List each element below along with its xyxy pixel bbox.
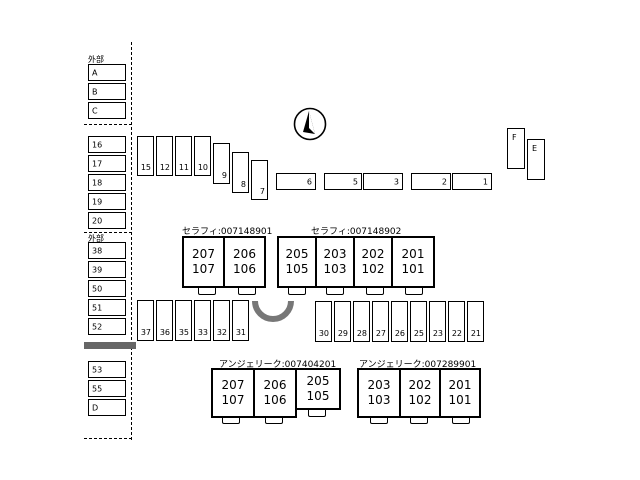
- parking-slot-c[interactable]: C: [88, 102, 126, 119]
- parking-slot-a[interactable]: A: [88, 64, 126, 81]
- boundary-line-mid: [84, 232, 132, 233]
- entrance-bar: [84, 342, 136, 349]
- parking-slot-35[interactable]: 35: [175, 300, 192, 341]
- building-name-seraphie-1: セラフィ:007148901: [182, 227, 273, 237]
- parking-slot-38[interactable]: 38: [88, 242, 126, 259]
- parking-slot-52[interactable]: 52: [88, 318, 126, 335]
- parking-slot-31[interactable]: 31: [232, 300, 249, 341]
- parking-slot-7[interactable]: 7: [251, 160, 268, 200]
- parking-slot-12[interactable]: 12: [156, 136, 173, 176]
- parking-slot-11[interactable]: 11: [175, 136, 192, 176]
- section-label-external-1: 外部: [88, 55, 104, 64]
- unit-205-105-angelique[interactable]: 205 105: [295, 368, 341, 410]
- north-arrow-icon: [293, 107, 327, 141]
- parking-slot-15[interactable]: 15: [137, 136, 154, 176]
- parking-slot-8[interactable]: 8: [232, 152, 249, 193]
- parking-slot-51[interactable]: 51: [88, 299, 126, 316]
- boundary-line-bottom: [84, 438, 132, 439]
- parking-slot-30[interactable]: 30: [315, 301, 332, 342]
- parking-slot-18[interactable]: 18: [88, 174, 126, 191]
- boundary-line-top: [84, 124, 132, 125]
- unit-206-106[interactable]: 206 106: [223, 236, 266, 288]
- parking-slot-50[interactable]: 50: [88, 280, 126, 297]
- unit-203-103-angelique[interactable]: 203 103: [357, 368, 401, 418]
- parking-slot-29[interactable]: 29: [334, 301, 351, 342]
- parking-slot-e[interactable]: E: [527, 139, 545, 180]
- parking-slot-17[interactable]: 17: [88, 155, 126, 172]
- parking-slot-2[interactable]: 2: [411, 173, 451, 190]
- parking-slot-25[interactable]: 25: [410, 301, 427, 342]
- unit-202-102[interactable]: 202 102: [353, 236, 393, 288]
- parking-slot-16[interactable]: 16: [88, 136, 126, 153]
- parking-slot-20[interactable]: 20: [88, 212, 126, 229]
- parking-slot-9[interactable]: 9: [213, 143, 230, 184]
- unit-201-101-angelique[interactable]: 201 101: [439, 368, 481, 418]
- parking-slot-33[interactable]: 33: [194, 300, 211, 341]
- parking-slot-23[interactable]: 23: [429, 301, 446, 342]
- turnaround-arc: [252, 300, 294, 322]
- unit-202-102-angelique[interactable]: 202 102: [399, 368, 441, 418]
- building-name-angelique-1: アンジェリーク:007404201: [219, 360, 337, 370]
- parking-slot-3[interactable]: 3: [363, 173, 403, 190]
- parking-slot-f[interactable]: F: [507, 128, 525, 169]
- parking-slot-21[interactable]: 21: [467, 301, 484, 342]
- parking-slot-37[interactable]: 37: [137, 300, 154, 341]
- parking-slot-26[interactable]: 26: [391, 301, 408, 342]
- parking-slot-28[interactable]: 28: [353, 301, 370, 342]
- building-name-angelique-2: アンジェリーク:007289901: [359, 360, 477, 370]
- unit-207-107[interactable]: 207 107: [182, 236, 225, 288]
- parking-slot-1[interactable]: 1: [452, 173, 492, 190]
- unit-206-106-angelique[interactable]: 206 106: [253, 368, 297, 418]
- parking-slot-39[interactable]: 39: [88, 261, 126, 278]
- parking-slot-b[interactable]: B: [88, 83, 126, 100]
- parking-slot-27[interactable]: 27: [372, 301, 389, 342]
- building-name-seraphie-2: セラフィ:007148902: [311, 227, 402, 237]
- unit-203-103[interactable]: 203 103: [315, 236, 355, 288]
- parking-slot-6[interactable]: 6: [276, 173, 316, 190]
- unit-207-107-angelique[interactable]: 207 107: [211, 368, 255, 418]
- parking-slot-d[interactable]: D: [88, 399, 126, 416]
- unit-205-105[interactable]: 205 105: [277, 236, 317, 288]
- parking-slot-55[interactable]: 55: [88, 380, 126, 397]
- unit-201-101[interactable]: 201 101: [391, 236, 435, 288]
- parking-slot-36[interactable]: 36: [156, 300, 173, 341]
- parking-slot-32[interactable]: 32: [213, 300, 230, 341]
- section-label-external-2: 外部: [88, 234, 104, 243]
- parking-slot-19[interactable]: 19: [88, 193, 126, 210]
- parking-slot-5[interactable]: 5: [324, 173, 362, 190]
- boundary-line-left: [131, 42, 132, 440]
- parking-slot-10[interactable]: 10: [194, 136, 211, 176]
- parking-slot-53[interactable]: 53: [88, 361, 126, 378]
- parking-slot-22[interactable]: 22: [448, 301, 465, 342]
